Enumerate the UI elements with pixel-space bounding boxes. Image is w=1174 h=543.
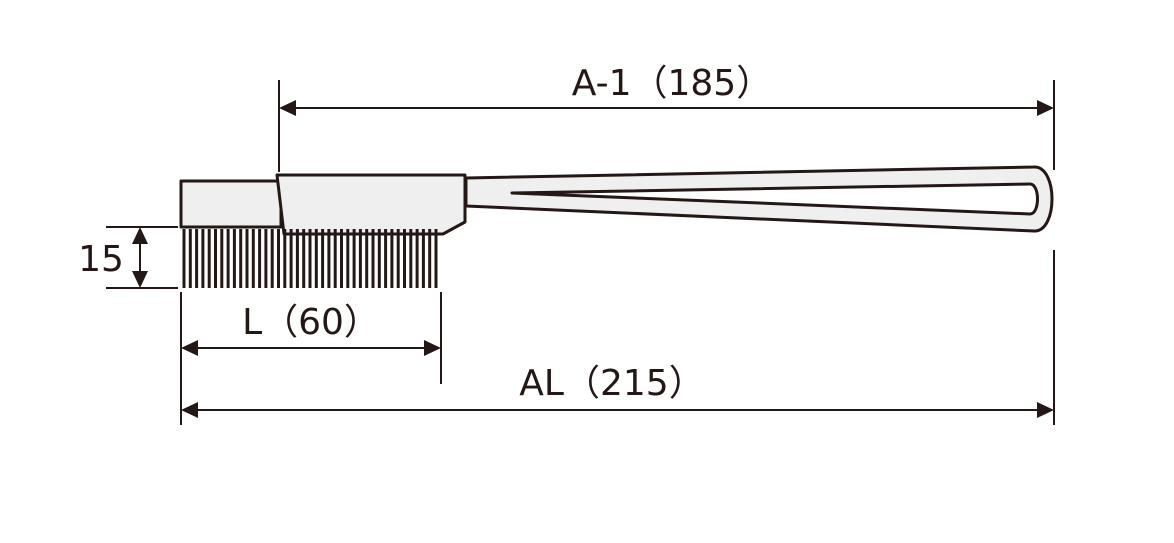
brush-handle-inner-slot bbox=[510, 182, 1039, 216]
dimension-height: 15 bbox=[78, 226, 178, 289]
height-arrow-top bbox=[132, 227, 148, 244]
dimension-a1: A-1（185） bbox=[278, 63, 1055, 172]
brush-bristles bbox=[182, 229, 438, 288]
brush bbox=[179, 165, 1054, 288]
a1-arrow-right bbox=[1037, 100, 1054, 116]
l-arrow-right bbox=[424, 340, 441, 356]
al-label: AL（215） bbox=[519, 363, 704, 404]
al-arrow-right bbox=[1037, 402, 1054, 418]
brush-head-back-block bbox=[179, 179, 283, 229]
a1-arrow-left bbox=[279, 100, 296, 116]
al-arrow-left bbox=[181, 402, 198, 418]
brush-head-front-block bbox=[275, 173, 467, 236]
dimension-al: AL（215） bbox=[181, 250, 1055, 425]
a1-label: A-1（185） bbox=[572, 63, 772, 104]
dimension-l: L（60） bbox=[180, 292, 442, 425]
l-arrow-left bbox=[181, 340, 198, 356]
height-label: 15 bbox=[78, 239, 124, 280]
l-label: L（60） bbox=[242, 302, 380, 343]
height-arrow-bottom bbox=[132, 271, 148, 288]
